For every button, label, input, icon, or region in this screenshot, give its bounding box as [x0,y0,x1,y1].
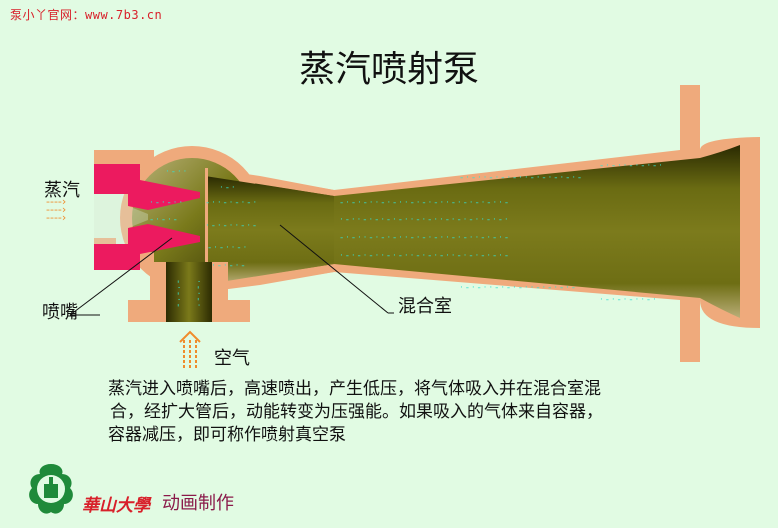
svg-text:‐‐‐‐›: ‐‐‐‐› [46,203,66,216]
nozzle [94,164,200,270]
svg-text:· ‐ · ‐ ·: · ‐ · ‐ · [193,280,203,307]
label-nozzle: 喷嘴 [42,302,78,323]
air-inlet-arrows-icon [179,330,201,368]
svg-text:‐ · ‐ · ‐ · · ‐ · ‐ · · ‐ · ‐: ‐ · ‐ · ‐ · · ‐ · ‐ · · ‐ · ‐ · ‐ · · ‐ … [340,198,508,208]
air-inlet-flow [166,262,212,322]
university-logo-icon [29,464,73,514]
svg-text:‐‐‐‐›: ‐‐‐‐› [46,195,66,208]
description-line-2: 合，经扩大管后，动能转变为压强能。如果吸入的气体来自容器， [110,402,603,422]
credit-text: 动画制作 [162,493,234,514]
svg-text:· ‐ · · ‐ · ‐ · ‐ · ‐ · · ‐ ·: · ‐ · · ‐ · ‐ · ‐ · ‐ · · ‐ · ‐ · · ‐ · … [340,215,508,225]
svg-text:· ‐ · ‐ · · ‐ · ‐: · ‐ · ‐ · · ‐ · ‐ [206,221,256,231]
label-mixing-chamber: 混合室 [398,296,452,317]
university-name: 華山大學 [82,496,150,516]
diffuser-flow [205,145,740,318]
svg-text:· ‐ · ‐ · ·: · ‐ · ‐ · · [150,198,182,208]
nozzle-leader-line [69,237,173,316]
page-title: 蒸汽喷射泵 [298,49,479,90]
description: 蒸汽进入喷嘴后，高速喷出，产生低压，将气体吸入并在混合室混 合，经扩大管后，动能… [108,378,698,447]
watermark: 泵小丫官网：www.7b3.cn [10,8,163,22]
mixing-leader-line [279,224,389,314]
svg-text:· ‐ · ·: · ‐ · · [166,167,186,177]
svg-text:‐ · · ‐ · ‐ · ‐ ·: ‐ · · ‐ · ‐ · ‐ · [206,198,256,208]
svg-text:· ‐ · ‐ · ‐ · · ‐ · ‐ · · ‐ ·: · ‐ · ‐ · ‐ · · ‐ · ‐ · · ‐ · ‐ · ‐ · · … [340,251,508,261]
svg-text:· ‐ · ‐ · ‐: · ‐ · ‐ · ‐ [212,261,245,271]
svg-text:· ‐ · ‐ · · ‐ · ‐ · ‐ · · ‐ ·: · ‐ · ‐ · · ‐ · ‐ · ‐ · · ‐ · ‐ · ‐ · ‐ [460,283,575,293]
svg-text:‐ · ‐ · · ‐ · ‐ · ‐ ·: ‐ · ‐ · · ‐ · ‐ · ‐ · [600,161,662,171]
flow-particles: · ‐ · ‐ · · ‐ · ‐ · ‐ ‐ · · ‐ · ‐ · ‐ · … [150,161,662,307]
svg-text:· ‐ · ‐ · ‐ · · ‐ ·: · ‐ · ‐ · ‐ · · ‐ · [600,295,656,305]
steam-inlet-arrows-icon: ‐‐‐‐› ‐‐‐‐› ‐‐‐‐› [46,195,66,224]
label-air: 空气 [214,348,250,369]
svg-text:‐ · ‐ · · ‐ · ‐ · ‐ · · ‐ · ‐: ‐ · ‐ · · ‐ · ‐ · ‐ · · ‐ · ‐ · ‐ · · ‐ … [340,233,508,243]
svg-text:‐ · ‐ · · ‐ · ‐ · ‐ · · ‐ · ‐: ‐ · ‐ · · ‐ · ‐ · ‐ · · ‐ · ‐ · ‐ · ‐ · … [460,173,581,183]
label-steam: 蒸汽 [44,180,80,201]
description-line-3: 容器减压，即可称作喷射真空泵 [108,425,346,445]
svg-text:‐‐‐‐›: ‐‐‐‐› [46,211,66,224]
svg-text:‐ · ‐ · · ‐ ·: ‐ · ‐ · · ‐ · [208,243,246,253]
description-line-1: 蒸汽进入喷嘴后，高速喷出，产生低压，将气体吸入并在混合室混 [108,379,601,399]
svg-text:‐ · ‐ · ‐: ‐ · ‐ · ‐ [173,280,183,307]
svg-text:‐ · ‐ · ‐: ‐ · ‐ · ‐ [150,215,177,225]
svg-text:· ‐ ·: · ‐ · [220,183,235,193]
